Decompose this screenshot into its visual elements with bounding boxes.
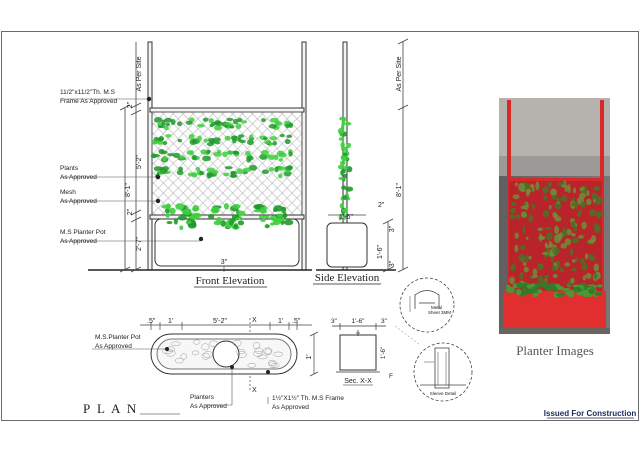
plan-view [150,333,298,375]
plan-planter-circle [212,340,240,368]
label-sleeve: Sleeve Detail [430,391,457,396]
label-frame-1: 11/2"x11/2"Th. M.S [60,89,116,96]
side-plants [337,116,354,221]
detail-connector [394,325,421,346]
dim-sec-one-six: 1'-6" [352,318,366,325]
front-dimensions [119,42,142,273]
label-planters-1: Planters [190,394,215,401]
leader-dots [146,96,204,242]
dim-plan-five-left: .5" [147,318,156,325]
issued-for-construction: Issued For Construction [544,409,637,418]
section-f-mark: F [389,373,393,380]
plan-pebbles [162,339,284,369]
section-xx [332,323,386,373]
dim-three-front: 3" [221,259,228,266]
label-metal-1: Metal [431,305,442,310]
photo-plants [506,180,604,298]
label-plan-frame-2: As Approved [272,404,309,411]
front-right-post [301,41,307,271]
dim-eight-one: 8'-1" [125,183,132,197]
sleeve-detail [413,342,473,402]
label-mesh-1: Mesh [60,189,76,196]
side-dimensions [382,38,409,273]
dim-one-six-side: 1'-6" [339,214,353,221]
label-pot-2: As Approved [60,238,97,245]
label-metal-2: Sheet 3MM [428,310,451,315]
dim-two-mid: 2" [127,208,134,215]
dim-as-per-site-side: As Per Site [396,56,403,91]
side-elevation [316,41,396,271]
dim-two-top: 2" [127,101,134,108]
sheet-border [1,31,639,421]
label-plan-frame-1: 1½"X1½" Th. M.S Frame [272,394,344,402]
section-pot [339,334,377,371]
label-frame-2: Frame As Approved [60,98,117,105]
label-plants-2: As Approved [60,174,97,181]
hanging-plants [150,116,294,179]
front-top-rail [149,107,305,113]
label-plan-pot-2: As Approved [95,343,132,350]
dim-plan-one-vert: 1' [306,354,313,359]
dim-one-six-vert: 1'-6" [377,245,384,259]
leaders [61,98,200,242]
plan-leader-dots [165,347,270,374]
dim-two-side: 2" [378,202,385,209]
dim-two-seven: 2'-7" [136,237,143,251]
metal-sheet-detail [399,277,455,333]
label-mesh-2: As Approved [60,198,97,205]
label-pot-1: M.S Planter Pot [60,229,106,236]
dim-three-side-top: 3" [389,225,396,232]
dim-plan-five-two: 5'-2" [213,318,227,325]
dim-plan-one-left: 1' [168,318,173,325]
title-plan: P L A N [83,401,138,416]
dim-as-per-site-front: As Per Site [136,56,143,91]
front-elevation [88,41,312,271]
dim-three-side-bottom: 3" [389,260,396,267]
plan-dimensions [140,318,319,392]
dim-eight-one-side: 8'-1" [396,183,403,197]
label-plan-pot-1: M.S.Planter Pot [95,334,141,341]
section-mark-bottom: X [252,387,257,394]
title-side-elevation: Side Elevation [315,272,380,284]
dim-plan-five-right: .5" [292,318,301,325]
dim-five-two: 5'-2" [136,155,143,169]
front-planter-pot [154,218,300,267]
title-section: Sec. X-X [344,378,372,385]
title-planter-images: Planter Images [516,343,594,358]
plan-leaders [92,348,269,406]
section-mark-top: X [252,317,257,324]
pot-plants [161,203,294,231]
dim-sec-three-left: 3" [331,318,338,325]
dim-sec-three-right: 3" [381,318,388,325]
dim-plan-one-right: 1' [278,318,283,325]
dim-sec-vert: 1'-6" [381,347,387,359]
title-front-elevation: Front Elevation [196,275,265,287]
label-plants-1: Plants [60,165,79,172]
label-planters-2: As Approved [190,403,227,410]
side-planter-pot [326,222,368,268]
